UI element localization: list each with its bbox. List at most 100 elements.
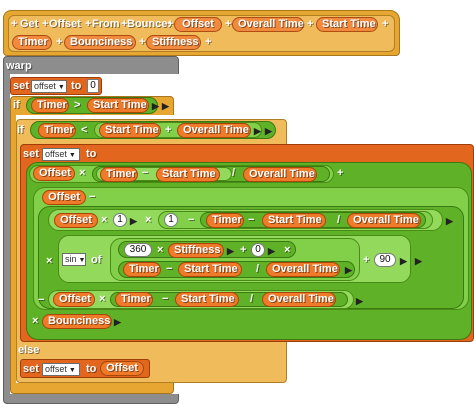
overall-time-var[interactable]: Overall Time: [177, 123, 251, 138]
times-operator: ×: [79, 167, 86, 179]
arrow-right-icon[interactable]: ▶: [227, 246, 234, 256]
timer-var[interactable]: Timer: [38, 123, 76, 138]
overall-time-var[interactable]: Overall Time: [243, 167, 317, 182]
divide-operator: /: [337, 214, 341, 226]
offset-var[interactable]: Offset: [42, 190, 86, 205]
arrow-right-icon[interactable]: ▶: [356, 296, 363, 306]
start-time-var[interactable]: Start Time: [156, 167, 220, 182]
set-keyword: set: [13, 80, 29, 92]
hat-plus-icon[interactable]: +: [205, 36, 212, 48]
to-keyword: to: [86, 148, 97, 160]
minus-operator: −: [142, 167, 149, 179]
plus-operator: +: [240, 244, 247, 256]
function-dropdown[interactable]: sin▼: [62, 253, 86, 266]
plus-operator: +: [337, 167, 344, 179]
plus-operator: +: [165, 124, 172, 136]
hat-plus-icon[interactable]: +: [382, 18, 389, 30]
number-input-one[interactable]: 1: [113, 213, 127, 227]
offset-var[interactable]: Offset: [53, 292, 95, 307]
divide-operator: /: [250, 293, 254, 305]
hat-param-stiffness[interactable]: Stiffness: [146, 35, 201, 50]
of-keyword: of: [91, 254, 102, 266]
minus-operator: −: [89, 191, 96, 203]
variable-dropdown[interactable]: offset▼: [31, 80, 67, 93]
arrow-right-icon[interactable]: ▶: [400, 256, 407, 266]
hat-plus-icon[interactable]: +: [139, 36, 146, 48]
number-input-one[interactable]: 1: [164, 213, 178, 227]
minus-operator: −: [38, 294, 45, 306]
times-operator: ×: [99, 293, 106, 305]
offset-var[interactable]: Offset: [54, 213, 98, 228]
divide-operator: /: [256, 263, 260, 275]
lt-operator: <: [81, 124, 88, 136]
hat-word-get: Get: [20, 18, 39, 30]
variable-dropdown[interactable]: offset▼: [42, 363, 80, 376]
overall-time-var[interactable]: Overall Time: [266, 262, 340, 277]
set-keyword: set: [23, 363, 39, 375]
hat-plus-icon[interactable]: +: [225, 18, 232, 30]
arrow-right-icon[interactable]: ▶: [130, 216, 137, 226]
offset-var[interactable]: Offset: [33, 166, 75, 181]
hat-plus-icon[interactable]: +: [167, 18, 174, 30]
hat-plus-icon[interactable]: +: [56, 36, 63, 48]
overall-time-var[interactable]: Overall Time: [262, 292, 336, 307]
hat-word-offset: Offset: [49, 18, 81, 30]
value-input-zero[interactable]: 0: [87, 79, 99, 93]
start-time-var[interactable]: Start Time: [262, 213, 326, 228]
hat-word-bounce: Bounce:: [127, 18, 171, 30]
start-time-var[interactable]: Start Time: [87, 98, 149, 113]
hat-word-from: From: [92, 18, 120, 30]
number-input-zero[interactable]: 0: [251, 243, 265, 257]
arrow-right-icon[interactable]: ▶: [254, 126, 261, 136]
timer-var[interactable]: Timer: [31, 98, 69, 113]
times-operator: ×: [157, 244, 164, 256]
timer-var[interactable]: Timer: [206, 213, 244, 228]
arrow-right-icon[interactable]: ▶: [152, 101, 159, 111]
stiffness-var[interactable]: Stiffness: [168, 243, 224, 258]
arrow-right-icon[interactable]: ▶: [268, 246, 275, 256]
start-time-var[interactable]: Start Time: [175, 292, 239, 307]
timer-var[interactable]: Timer: [115, 292, 153, 307]
plus-operator: +: [363, 254, 370, 266]
variable-dropdown[interactable]: offset▼: [42, 148, 80, 161]
arrow-right-icon[interactable]: ▶: [415, 256, 422, 266]
set-keyword: set: [23, 148, 39, 160]
hat-param-overall-time[interactable]: Overall Time: [232, 17, 304, 32]
hat-param-offset[interactable]: Offset: [174, 17, 222, 32]
minus-operator: −: [248, 214, 255, 226]
timer-var[interactable]: Timer: [100, 167, 138, 182]
timer-var[interactable]: Timer: [123, 262, 161, 277]
arrow-right-icon[interactable]: ▶: [446, 216, 453, 226]
times-operator: ×: [145, 214, 152, 226]
to-keyword: to: [86, 363, 97, 375]
hat-plus-icon[interactable]: +: [85, 18, 92, 30]
divide-operator: /: [232, 167, 236, 179]
times-operator: ×: [284, 244, 291, 256]
hat-plus-icon[interactable]: +: [121, 18, 128, 30]
hat-plus-icon[interactable]: +: [11, 18, 18, 30]
start-time-var[interactable]: Start Time: [178, 262, 242, 277]
hat-param-start-time[interactable]: Start Time: [316, 17, 378, 32]
if-keyword: if: [13, 99, 20, 111]
start-time-var[interactable]: Start Time: [99, 123, 161, 138]
hat-param-timer[interactable]: Timer: [12, 35, 52, 50]
hat-plus-icon[interactable]: +: [307, 18, 314, 30]
minus-operator: −: [166, 263, 173, 275]
overall-time-var[interactable]: Overall Time: [347, 213, 421, 228]
arrow-right-icon[interactable]: ▶: [265, 126, 272, 136]
minus-operator: −: [188, 214, 195, 226]
to-keyword: to: [71, 80, 82, 92]
warp-label: warp: [6, 60, 32, 72]
offset-var[interactable]: Offset: [100, 361, 144, 376]
times-operator: ×: [46, 255, 53, 267]
number-input-90[interactable]: 90: [374, 253, 396, 267]
bounciness-var[interactable]: Bounciness: [42, 314, 112, 329]
number-input-360[interactable]: 360: [124, 243, 152, 257]
gt-operator: >: [74, 99, 81, 111]
arrow-right-icon[interactable]: ▶: [114, 317, 121, 327]
hat-param-bounciness[interactable]: Bounciness: [64, 35, 136, 50]
arrow-right-icon[interactable]: ▶: [345, 265, 352, 275]
if-keyword-inner: if: [17, 124, 24, 136]
arrow-right-icon[interactable]: ▶: [162, 101, 169, 111]
hat-plus-icon[interactable]: +: [42, 18, 49, 30]
